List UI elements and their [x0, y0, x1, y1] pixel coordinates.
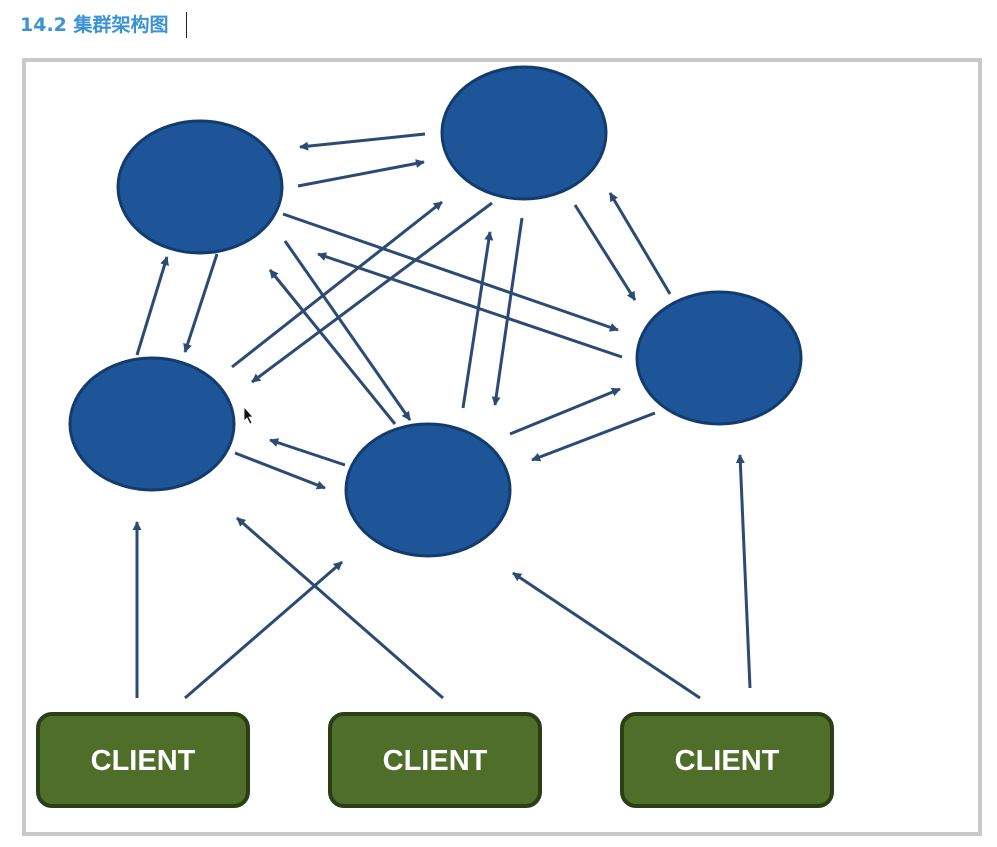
connection-arrow: [283, 240, 412, 421]
connection-arrow: [251, 201, 493, 384]
connection-arrow: [269, 438, 346, 467]
cluster-node-1: [116, 119, 284, 255]
cluster-node-4: [635, 290, 803, 426]
client-box-1: CLIENT: [36, 712, 250, 808]
mouse-pointer-icon: [243, 405, 254, 425]
client-label: CLIENT: [675, 745, 780, 777]
connection-arrow: [491, 217, 524, 406]
client-label: CLIENT: [383, 745, 488, 777]
text-cursor: [186, 12, 187, 38]
connection-arrow: [573, 204, 637, 301]
connection-arrow: [184, 560, 343, 700]
cluster-node-5: [344, 422, 512, 558]
cluster-node-2: [440, 65, 608, 201]
client-box-3: CLIENT: [620, 712, 834, 808]
connection-arrow: [135, 256, 169, 356]
connection-arrow: [183, 253, 219, 353]
connection-arrow: [461, 231, 494, 409]
connection-arrow: [317, 252, 623, 359]
connection-arrow: [268, 269, 397, 425]
connection-arrow: [236, 516, 444, 700]
connection-arrow: [282, 212, 619, 332]
client-box-2: CLIENT: [328, 712, 542, 808]
connection-arrow: [299, 132, 426, 151]
connection-arrow: [297, 159, 425, 188]
arrows-layer: [132, 132, 752, 700]
connection-arrow: [512, 571, 701, 700]
connection-arrow: [234, 451, 326, 490]
connection-arrow: [231, 200, 443, 369]
connection-arrow: [531, 411, 656, 462]
connection-arrow: [509, 387, 621, 436]
cluster-node-3: [68, 356, 236, 492]
client-label: CLIENT: [91, 745, 196, 777]
section-heading: 14.2 集群架构图: [20, 14, 169, 36]
connection-arrow: [608, 192, 672, 295]
connection-arrow: [735, 454, 752, 689]
